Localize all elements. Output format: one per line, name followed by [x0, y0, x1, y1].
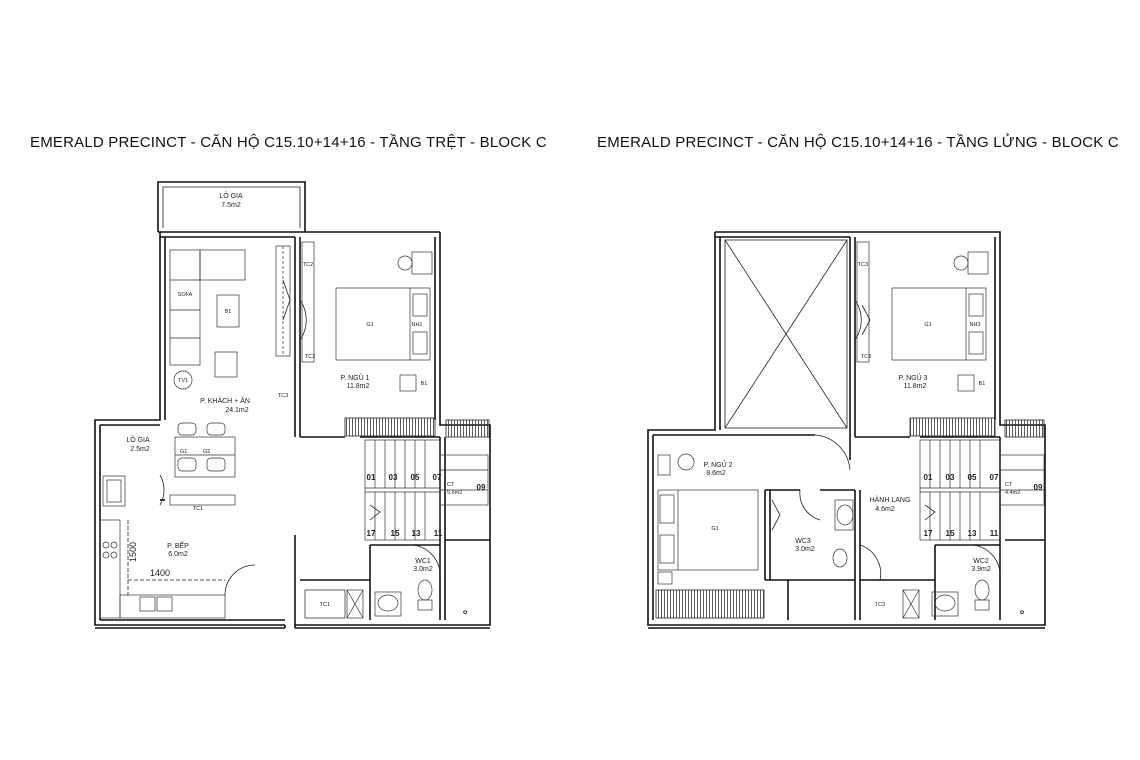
dining-set: G1 G2 — [174, 422, 236, 478]
svg-text:G1: G1 — [366, 322, 373, 328]
stair-number: 17 — [924, 529, 933, 538]
wardrobe-hatch — [655, 589, 765, 619]
svg-text:B1: B1 — [421, 381, 428, 387]
door-swing — [224, 564, 256, 596]
svg-text:TC3: TC3 — [858, 262, 868, 268]
stair-number: 01 — [924, 473, 933, 482]
room-label-bedroom2: P. NGỦ 2 — [703, 460, 732, 469]
stair-mezzanine — [919, 439, 1045, 541]
room-label-hallway: HÀNH LANG — [870, 495, 911, 504]
room-area-bedroom3: 11.8m2 — [904, 383, 927, 390]
room-area-logia-top: 7.5m2 — [221, 202, 241, 209]
stair-area: 5.6m2 — [447, 490, 462, 496]
svg-text:SOFA: SOFA — [178, 292, 193, 298]
svg-text:G1: G1 — [924, 322, 931, 328]
washer-cabinet — [304, 589, 346, 619]
stair-number: 15 — [391, 529, 400, 538]
ground-walls — [94, 181, 491, 629]
bedroom1-furniture: TC2 TC2 G1 NH1 B1 — [282, 241, 433, 392]
tag: TC1 — [320, 602, 330, 608]
stair-ground — [364, 439, 489, 541]
round-table — [173, 370, 193, 390]
svg-text:G1: G1 — [711, 526, 718, 532]
room-label-bedroom3: P. NGỦ 3 — [898, 373, 927, 382]
wardrobe-hatch — [344, 417, 436, 437]
side-table — [214, 351, 238, 378]
room-area-bedroom1: 11.8m2 — [347, 383, 370, 390]
coffee-table — [216, 294, 240, 328]
tag: TC3 — [278, 393, 288, 399]
svg-text:TC2: TC2 — [305, 354, 315, 360]
dimension-horizontal: 1400 — [150, 568, 170, 578]
stair-number: 05 — [411, 473, 420, 482]
dimension-vertical: 1500 — [128, 542, 138, 562]
stair-label: CT — [447, 482, 455, 488]
room-area-logia-side: 2.5m2 — [130, 446, 150, 453]
mezzanine-floor-plan: G1 P. NGỦ 2 8.6m2 TC3 TC3 G1 NH3 B1 — [647, 231, 1046, 629]
ground-floor-plan: LÔ GIA 7.5m2 SOFA B1 TV1 TC3 P. KHÁCH + … — [94, 181, 491, 629]
stair-number: 17 — [367, 529, 376, 538]
svg-text:TC2: TC2 — [303, 262, 313, 268]
ground-floor-title: EMERALD PRECINCT - CĂN HỘ C15.10+14+16 -… — [30, 134, 547, 151]
stair-number: 13 — [968, 529, 977, 538]
room-label-living: P. KHÁCH + ĂN — [200, 396, 250, 405]
room-label-logia-side: LÔ GIA — [126, 435, 150, 444]
stair-area: 4.4m2 — [1005, 490, 1020, 496]
svg-text:TC3: TC3 — [861, 354, 871, 360]
stair-number: 03 — [946, 473, 955, 482]
bedroom3-furniture: TC3 TC3 G1 NH3 B1 — [854, 241, 989, 392]
stair-number: 09 — [1034, 483, 1043, 492]
room-label-wc2: WC2 — [973, 558, 989, 565]
wardrobe-hatch — [1004, 419, 1045, 438]
room-area-wc3: 3.0m2 — [795, 546, 815, 553]
wardrobe-hatch — [445, 419, 490, 438]
svg-text:✿: ✿ — [1020, 609, 1025, 616]
stair-number: 13 — [412, 529, 421, 538]
svg-text:✿: ✿ — [463, 609, 468, 616]
room-label-kitchen: P. BẾP — [167, 540, 189, 550]
room-area-wc1: 3.0m2 — [413, 566, 433, 573]
door-swing — [159, 474, 165, 506]
tv-cabinet-lower — [169, 494, 236, 506]
tag: TC1 — [193, 506, 203, 512]
stair-number: 11 — [990, 529, 999, 538]
svg-text:G1: G1 — [180, 449, 187, 455]
stair-number: 15 — [946, 529, 955, 538]
stair-label: CT — [1005, 482, 1013, 488]
tag: TC3 — [875, 602, 885, 608]
wc1-fixtures: ✿ — [346, 544, 468, 619]
wardrobe-hatch — [909, 417, 996, 437]
room-label-wc1: WC1 — [415, 558, 431, 565]
svg-text:B1: B1 — [979, 381, 986, 387]
stair-number: 01 — [367, 473, 376, 482]
double-height-void — [724, 239, 848, 429]
mezzanine-floor-title: EMERALD PRECINCT - CĂN HỘ C15.10+14+16 -… — [597, 134, 1119, 151]
room-label-logia-top: LÔ GIA — [219, 191, 243, 200]
bedroom2-furniture: G1 — [657, 434, 851, 585]
wc3-fixtures — [799, 489, 882, 581]
room-area-wc2: 3.9m2 — [971, 566, 991, 573]
tag: B1 — [225, 309, 232, 315]
stair-number: 05 — [968, 473, 977, 482]
sofa: SOFA — [169, 249, 246, 366]
svg-text:G2: G2 — [203, 449, 210, 455]
room-area-kitchen: 6.0m2 — [168, 551, 188, 558]
svg-text:NH3: NH3 — [969, 322, 980, 328]
room-area-hallway: 4.6m2 — [875, 506, 895, 513]
room-area-bedroom2: 8.6m2 — [706, 470, 726, 477]
svg-text:NH1: NH1 — [411, 322, 422, 328]
stair-number: 03 — [389, 473, 398, 482]
stair-number: 09 — [477, 483, 486, 492]
room-label-wc3: WC3 — [795, 538, 811, 545]
room-label-bedroom1: P. NGỦ 1 — [340, 373, 369, 382]
wc2-fixtures: ✿ — [902, 544, 1025, 619]
stair-number: 11 — [434, 529, 443, 538]
stair-number: 07 — [990, 473, 999, 482]
washing-machine — [102, 475, 126, 507]
room-area-living: 24.1m2 — [225, 407, 248, 414]
tag: TV1 — [178, 378, 188, 384]
kitchen-counter — [99, 519, 226, 619]
stair-number: 07 — [433, 473, 442, 482]
